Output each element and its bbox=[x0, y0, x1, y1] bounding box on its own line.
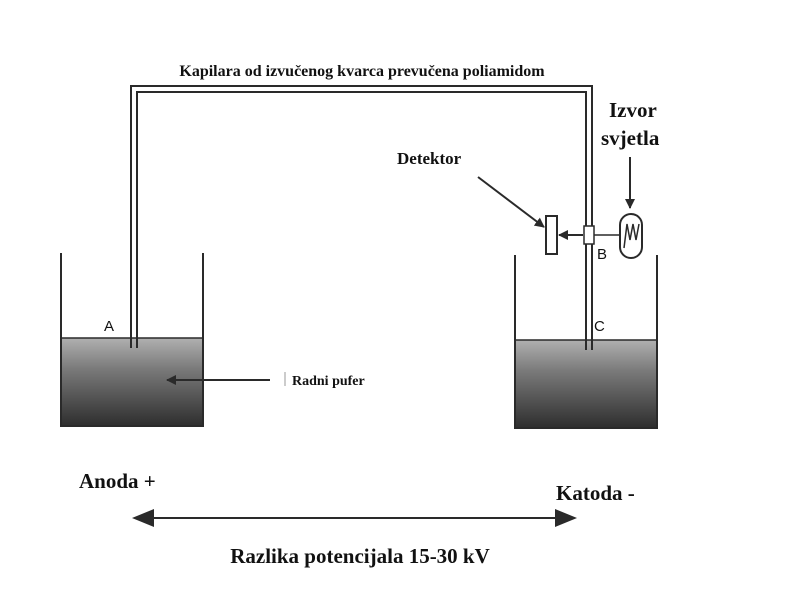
cathode-buffer-fill bbox=[515, 340, 657, 428]
light-source-label-line1: Izvor bbox=[609, 98, 657, 122]
cathode-reservoir bbox=[514, 255, 658, 429]
detector-label: Detektor bbox=[397, 149, 462, 168]
cathode-label: Katoda - bbox=[556, 481, 635, 505]
capillary-ends bbox=[130, 330, 593, 350]
point-b-label: B bbox=[597, 246, 607, 263]
capillary-label: Kapilara od izvučenog kvarca prevučena p… bbox=[179, 63, 545, 80]
buffer-label: Radni pufer bbox=[292, 374, 365, 389]
voltage-label: Razlika potencijala 15-30 kV bbox=[230, 544, 490, 568]
point-c-label: C bbox=[594, 318, 605, 335]
point-a-label: A bbox=[104, 318, 114, 335]
light-source-label-line2: svjetla bbox=[601, 126, 660, 150]
lamp-icon bbox=[619, 213, 643, 259]
detector-icon bbox=[545, 215, 558, 255]
capillary-tube bbox=[130, 85, 593, 348]
detector-pointer-arrow bbox=[477, 176, 545, 228]
anode-label: Anoda + bbox=[79, 469, 156, 493]
detection-window bbox=[583, 225, 595, 245]
anode-reservoir bbox=[60, 253, 204, 427]
voltage-double-arrow bbox=[132, 509, 577, 527]
anode-buffer-fill bbox=[61, 338, 203, 426]
